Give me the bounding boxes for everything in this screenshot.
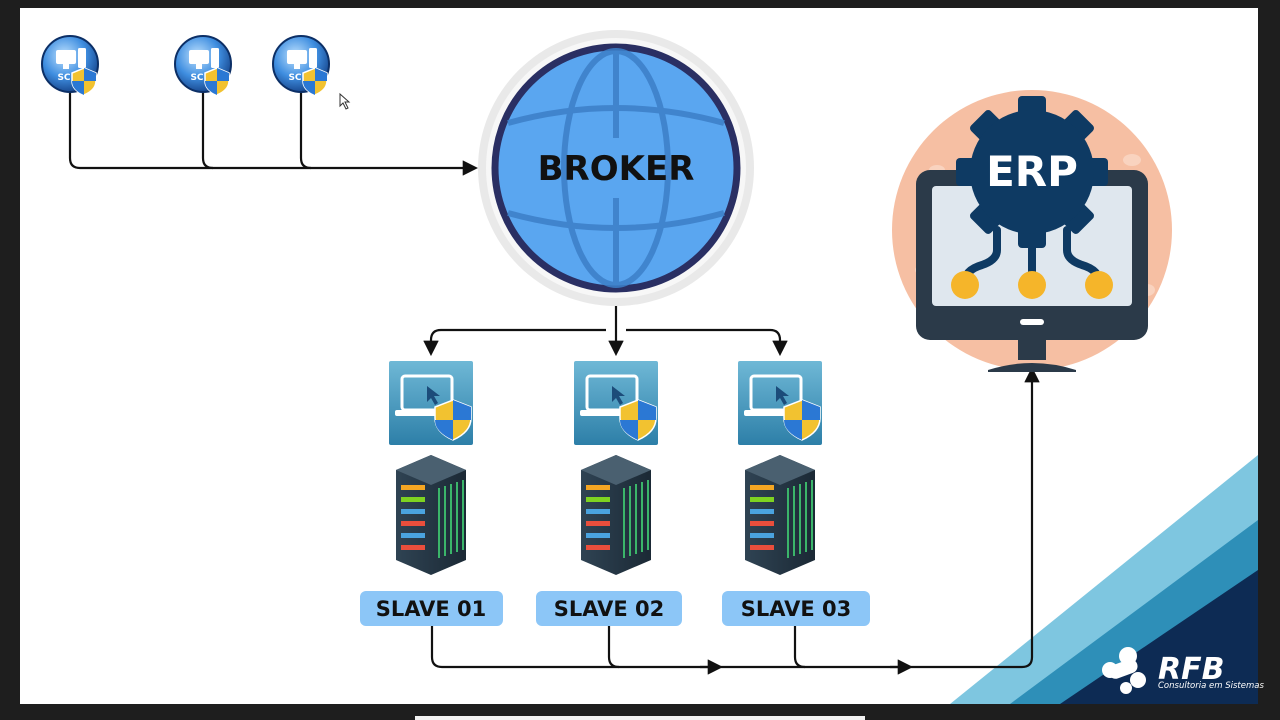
client-badge-text: SC xyxy=(288,73,301,83)
server-rack-icon xyxy=(581,455,651,575)
slave-label: SLAVE 03 xyxy=(741,597,851,621)
monitor-icon xyxy=(287,50,307,64)
rfb-logo: RFB Consultoria em Sistemas xyxy=(1102,647,1264,694)
monitor-icon xyxy=(189,50,209,64)
slave-2-to-bus xyxy=(607,626,620,669)
server-rack-icon xyxy=(745,455,815,575)
slave-label: SLAVE 01 xyxy=(376,597,486,621)
slave-node-2[interactable]: SLAVE 02 xyxy=(536,361,682,626)
client-workstation-2[interactable]: SC xyxy=(174,35,232,96)
slaves-to-erp-bus xyxy=(430,366,1040,669)
slave-label-box xyxy=(360,591,503,626)
slave-node-1[interactable]: SLAVE 01 xyxy=(360,361,503,626)
client-3-link xyxy=(299,92,312,170)
client-1-link xyxy=(68,92,479,176)
server-rack-icon xyxy=(396,455,466,575)
bottom-progress-strip xyxy=(415,716,865,720)
client-badge-text: SC xyxy=(57,73,70,83)
client-workstation-3[interactable]: SC xyxy=(272,35,330,96)
mouse-cursor-icon xyxy=(339,92,351,110)
rfb-logo-tagline: Consultoria em Sistemas xyxy=(1158,681,1264,691)
broker-label: BROKER xyxy=(538,149,695,189)
client-badge-text: SC xyxy=(190,73,203,83)
remote-desktop-icon xyxy=(389,361,473,445)
gear-icon: ERP xyxy=(956,96,1108,248)
remote-desktop-icon xyxy=(738,361,822,445)
connector-lines xyxy=(68,92,1040,675)
erp-node[interactable]: ERP xyxy=(892,90,1172,372)
slave-label-box xyxy=(722,591,870,626)
slave-node-3[interactable]: SLAVE 03 xyxy=(722,361,870,626)
slave-label-box xyxy=(536,591,682,626)
client-2-link xyxy=(201,92,214,170)
rfb-logo-name: RFB xyxy=(1158,652,1224,687)
monitor-icon xyxy=(56,50,76,64)
slave-3-to-bus xyxy=(793,626,806,669)
broker-node[interactable]: BROKER xyxy=(478,30,754,306)
globe-icon xyxy=(491,43,741,293)
client-workstation-1[interactable]: SC xyxy=(41,35,99,96)
erp-label: ERP xyxy=(986,147,1078,196)
broker-to-slave-1 xyxy=(423,328,606,357)
remote-desktop-icon xyxy=(574,361,658,445)
slave-label: SLAVE 02 xyxy=(554,597,664,621)
broker-to-slave-3 xyxy=(626,328,788,357)
rfb-logo-icon xyxy=(1102,647,1146,694)
